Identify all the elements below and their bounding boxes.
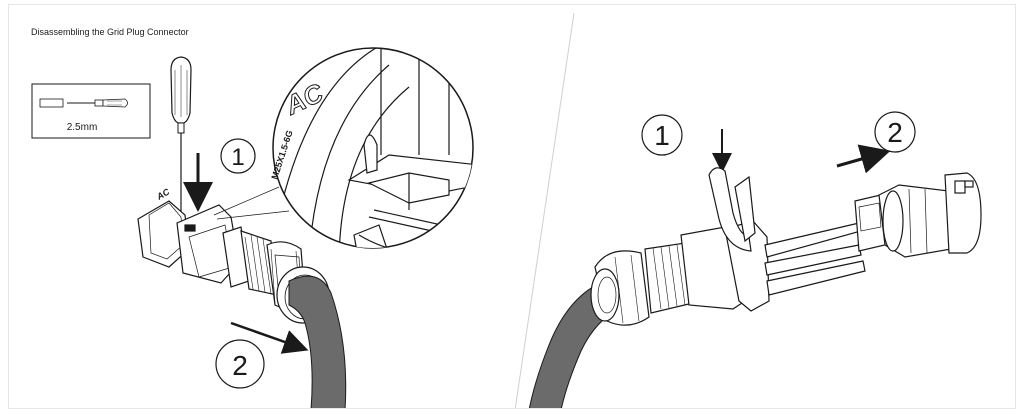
figure-frame: Disassembling the Grid Plug Connector 2.… <box>8 4 1016 409</box>
svg-text:1: 1 <box>231 144 244 171</box>
pull-arrow-left <box>230 321 309 354</box>
tool-callout: 2.5mm <box>31 83 151 139</box>
illustration: 2.5mm 1 AC <box>31 12 982 408</box>
tool-size-label: 2.5mm <box>67 122 98 133</box>
step-2-badge-left: 2 <box>215 339 265 389</box>
panel-divider <box>514 12 575 408</box>
grid-plug-connector-right <box>590 167 982 326</box>
svg-text:2: 2 <box>232 350 248 381</box>
figure-title: Disassembling the Grid Plug Connector <box>31 27 189 37</box>
step-1-badge-right: 1 <box>641 114 683 156</box>
cable-left <box>288 275 347 408</box>
screwdriver-icon <box>67 98 128 108</box>
svg-text:2: 2 <box>887 117 903 148</box>
pull-arrow-right <box>836 144 891 174</box>
screwdriver <box>170 56 192 221</box>
grid-plug-connector-left: AC <box>137 186 330 324</box>
svg-text:1: 1 <box>654 120 670 151</box>
step-2-badge-right: 2 <box>874 111 916 153</box>
zoom-detail: AC M25X1.5-6G <box>269 47 474 249</box>
step-1-badge-left: 1 <box>220 138 256 174</box>
ac-mark-small: AC <box>154 186 172 202</box>
